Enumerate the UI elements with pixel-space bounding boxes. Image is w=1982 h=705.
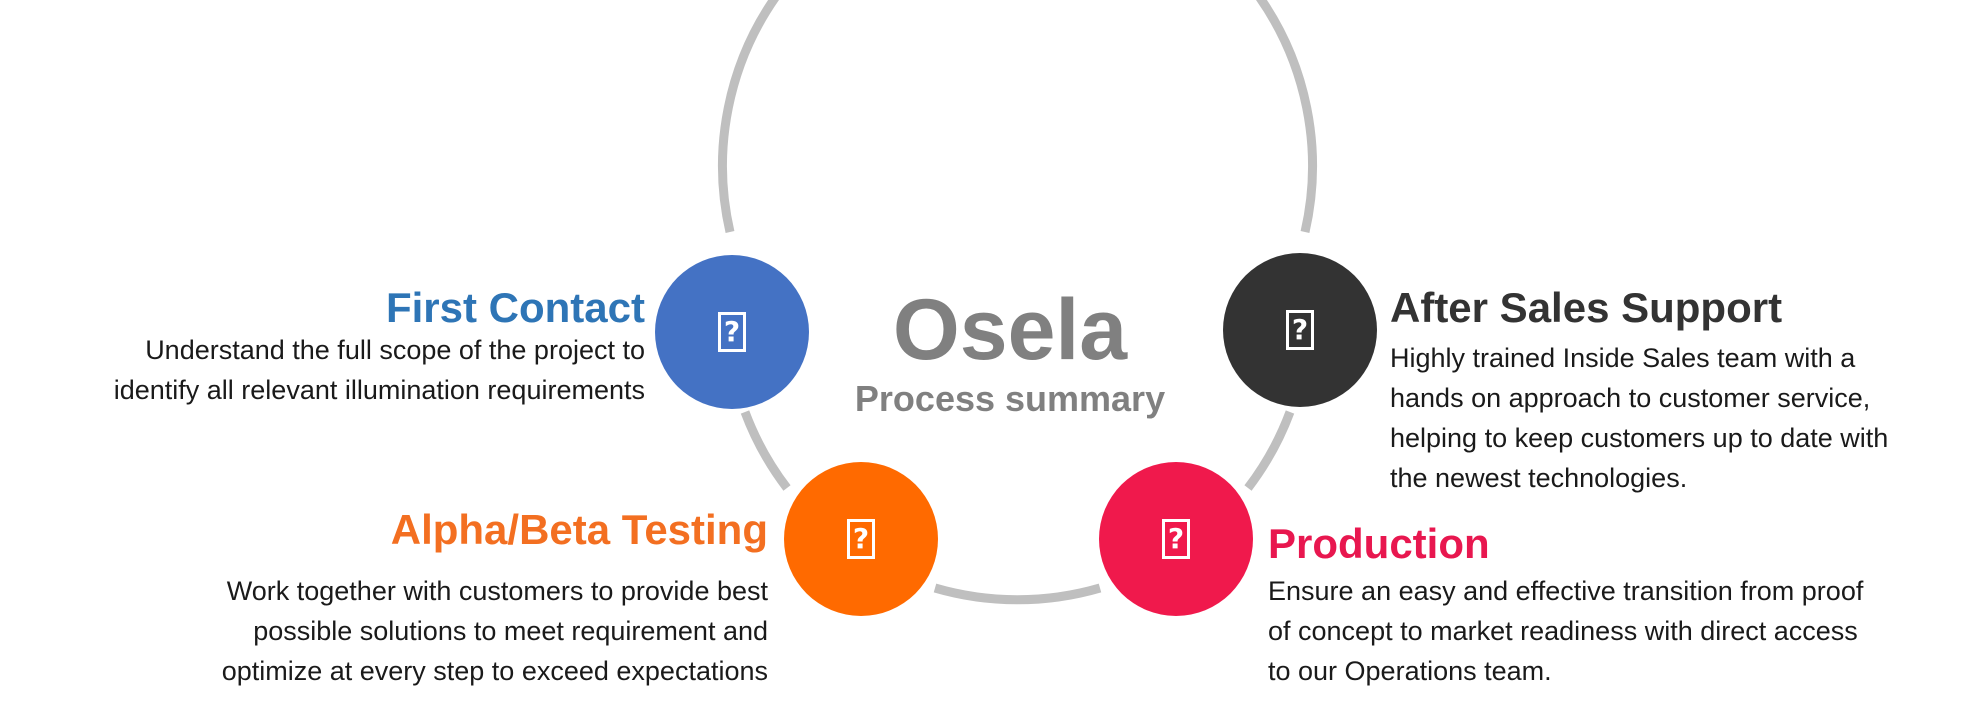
unknown-glyph-icon: ? bbox=[718, 312, 746, 352]
after-sales-title: After Sales Support bbox=[1390, 284, 1783, 331]
brand-subtitle: Process summary bbox=[854, 378, 1166, 419]
description-line: identify all relevant illumination requi… bbox=[113, 375, 645, 405]
after-sales-description: Highly trained Inside Sales team with a … bbox=[1390, 338, 1888, 498]
description-line: helping to keep customers up to date wit… bbox=[1390, 423, 1889, 453]
alpha-beta-node: ? bbox=[784, 462, 938, 616]
alpha-beta-title: Alpha/Beta Testing bbox=[390, 506, 768, 553]
production-title: Production bbox=[1268, 520, 1490, 567]
after-sales-node: ? bbox=[1223, 253, 1377, 407]
description-line: Work together with customers to provide … bbox=[226, 576, 768, 606]
production-node: ? bbox=[1099, 462, 1253, 616]
production-description: Ensure an easy and effective transition … bbox=[1268, 571, 1863, 691]
unknown-glyph-icon: ? bbox=[847, 519, 875, 559]
brand-title: Osela bbox=[892, 282, 1128, 378]
ring-arc-bottom bbox=[933, 583, 1102, 605]
first-contact-title: First Contact bbox=[385, 284, 645, 331]
unknown-glyph-icon: ? bbox=[1162, 519, 1190, 559]
description-line: the newest technologies. bbox=[1390, 463, 1688, 493]
ring-arc-top bbox=[718, 0, 1317, 234]
description-line: to our Operations team. bbox=[1268, 656, 1552, 686]
first-contact-description: Understand the full scope of the project… bbox=[114, 330, 645, 410]
alpha-beta-description: Work together with customers to provide … bbox=[222, 571, 768, 691]
description-line: hands on approach to customer service, bbox=[1390, 383, 1871, 413]
description-line: possible solutions to meet requirement a… bbox=[253, 616, 768, 646]
description-line: Ensure an easy and effective transition … bbox=[1268, 576, 1864, 606]
description-line: Understand the full scope of the project… bbox=[145, 335, 645, 365]
description-line: optimize at every step to exceed expecta… bbox=[221, 656, 768, 686]
description-line: Highly trained Inside Sales team with a bbox=[1390, 343, 1856, 373]
unknown-glyph-icon: ? bbox=[1286, 310, 1314, 350]
ring-arc-right bbox=[1244, 410, 1295, 491]
description-line: of concept to market readiness with dire… bbox=[1268, 616, 1858, 646]
ring-arc-left bbox=[740, 410, 791, 491]
first-contact-node: ? bbox=[655, 255, 809, 409]
